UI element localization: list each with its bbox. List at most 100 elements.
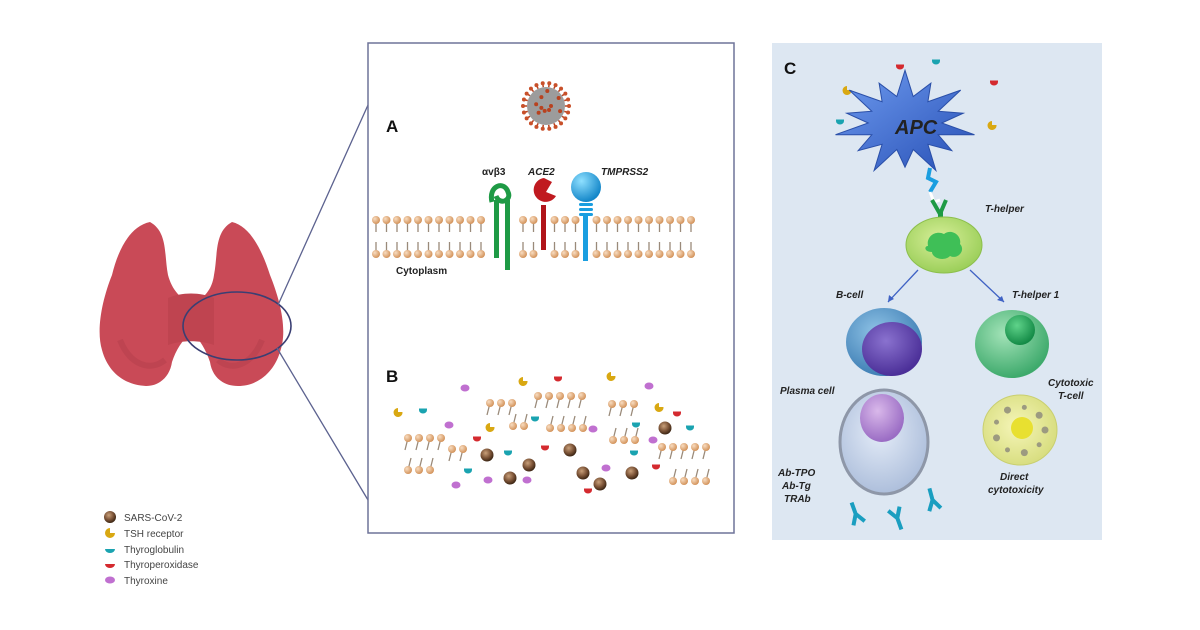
lipid-head <box>687 216 695 224</box>
granule <box>1020 449 1028 457</box>
cytoplasm-label: Cytoplasm <box>396 266 447 277</box>
lipid-head <box>691 477 699 485</box>
svg-text:TSH receptor: TSH receptor <box>124 529 184 540</box>
tsh-receptor-icon <box>518 377 528 386</box>
lipid-head <box>486 399 494 407</box>
thyroid-gland <box>99 222 284 386</box>
disrupted-membrane-scene <box>393 372 710 494</box>
lipid-head <box>404 466 412 474</box>
lipid-head <box>579 424 587 432</box>
lipid-head <box>561 250 569 258</box>
thyroxine-icon <box>483 476 493 484</box>
legend-item-thyroglobulin: Thyroglobulin <box>105 545 184 556</box>
tsh-receptor-icon <box>606 372 616 381</box>
lipid-head <box>435 250 443 258</box>
lipid-head <box>550 250 559 258</box>
lipid-head <box>634 216 643 224</box>
b-cell-label: B-cell <box>836 290 863 301</box>
tmprss2-receptor-icon <box>571 172 601 261</box>
lipid-head <box>669 477 677 485</box>
lipid-head <box>669 443 677 451</box>
virus-icon <box>593 477 607 491</box>
svg-text:Thyroperoxidase: Thyroperoxidase <box>124 560 199 571</box>
thyroglobulin-icon <box>531 416 539 422</box>
sars-cov-2-virion-icon <box>521 81 571 131</box>
lipid-head <box>631 436 639 444</box>
thyroperoxidase-icon <box>541 445 549 451</box>
lipid-head <box>655 216 664 224</box>
lipid-head <box>546 424 554 432</box>
thyroxine-icon <box>522 476 532 484</box>
lipid-head <box>603 216 611 224</box>
virus-icon <box>658 421 672 435</box>
lipid-head <box>702 477 710 485</box>
lipid-head <box>568 424 576 432</box>
lipid-head <box>666 216 674 224</box>
panel-c: C APC T-helper B-cell T-helper 1 <box>777 59 1094 531</box>
lipid-head <box>592 250 601 258</box>
lipid-head <box>608 400 616 408</box>
tsh-receptor-icon <box>485 423 495 432</box>
virus-icon <box>104 511 116 523</box>
zoom-line-bottom <box>276 347 369 501</box>
ace2-receptor-icon <box>533 178 556 250</box>
granule <box>1004 406 1011 414</box>
lipid-head <box>424 216 433 224</box>
panel-a-letter: A <box>386 117 398 136</box>
lipid-bilayer <box>372 216 695 258</box>
t-helper-1-label: T-helper 1 <box>1012 290 1060 301</box>
lipid-head <box>645 250 653 258</box>
granule <box>1041 426 1049 434</box>
svg-text:Thyroglobulin: Thyroglobulin <box>124 545 184 556</box>
thyroperoxidase-icon <box>652 464 660 470</box>
lipid-head <box>456 216 464 224</box>
lipid-head <box>519 216 527 224</box>
lipid-head <box>624 250 632 258</box>
lipid-head <box>624 216 632 224</box>
lipid-head <box>578 392 586 400</box>
label-avb3: αvβ3 <box>482 167 506 178</box>
tsh-receptor-icon <box>105 528 115 538</box>
lipid-head <box>372 250 380 258</box>
lipid-head <box>520 422 528 430</box>
lipid-head <box>404 434 412 442</box>
thyroxine-icon <box>648 436 658 444</box>
svg-text:Thyroxine: Thyroxine <box>124 576 168 587</box>
thyroxine-icon <box>460 384 470 392</box>
lipid-head <box>497 399 505 407</box>
cytotoxic-label-line1: Cytotoxic <box>1048 378 1094 389</box>
thyroglobulin-icon <box>632 422 640 428</box>
lipid-head <box>550 216 559 224</box>
lipid-head <box>620 436 628 444</box>
lipid-head <box>529 216 538 224</box>
antibody-label-ab-tg: Ab-Tg <box>781 481 811 492</box>
lipid-head <box>393 216 401 224</box>
thyroglobulin-icon <box>932 59 940 65</box>
granule <box>1035 411 1043 419</box>
thyroglobulin-icon <box>419 408 427 414</box>
apc-cell-icon <box>835 68 975 173</box>
lipid-head <box>448 445 456 453</box>
t-helper-1-cell-icon <box>975 310 1049 378</box>
antibody-icon <box>849 501 867 526</box>
plasma-cell-label: Plasma cell <box>780 386 835 397</box>
thyroglobulin-icon <box>105 549 115 553</box>
cytotoxic-t-cell-icon <box>982 394 1058 466</box>
thyroxine-icon <box>588 425 598 433</box>
lipid-head <box>557 424 565 432</box>
virus-icon <box>563 443 577 457</box>
thyroxine-icon <box>105 576 115 584</box>
thyroid-right-lobe <box>192 222 284 386</box>
lipid-head <box>477 250 485 258</box>
lipid-head <box>571 216 580 224</box>
lipid-head <box>426 466 434 474</box>
lipid-head <box>655 250 664 258</box>
arrow-to-t-helper-1 <box>969 269 1005 303</box>
lipid-head <box>687 250 695 258</box>
lipid-head <box>529 250 538 258</box>
thyroxine-icon <box>444 421 454 429</box>
lipid-head <box>414 216 422 224</box>
antibody-label-trab: TRAb <box>784 494 811 505</box>
tsh-receptor-icon <box>987 121 997 130</box>
